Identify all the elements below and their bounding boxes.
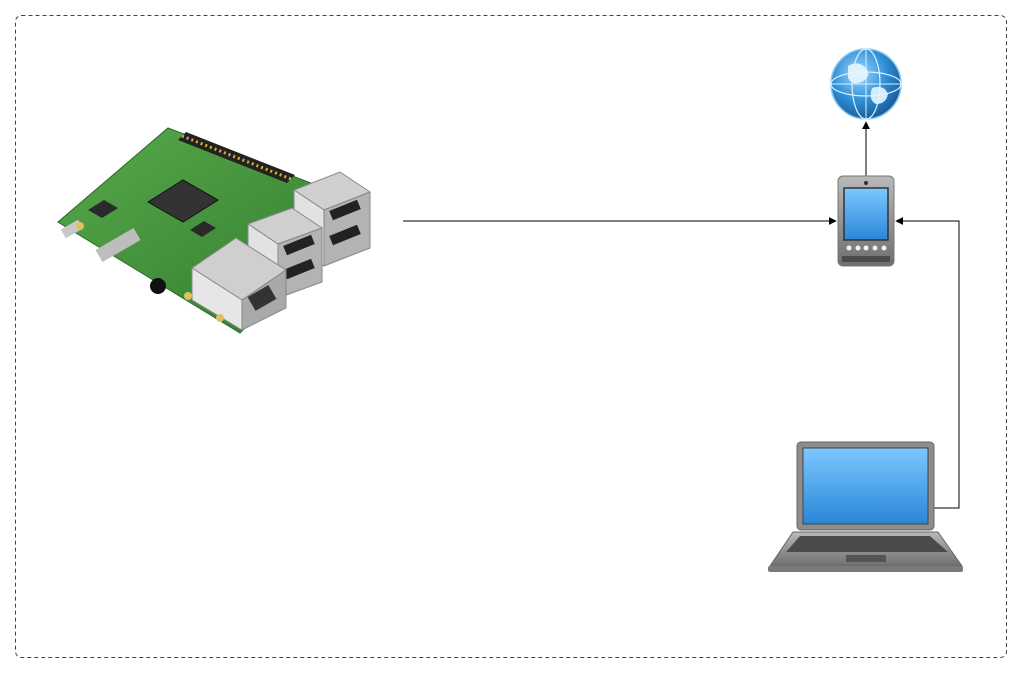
diagram-frame [15,15,1007,658]
laptop-icon [768,441,963,572]
raspberry-pi-board-icon [57,127,372,334]
connector-laptop-to-phone [895,217,960,509]
smartphone-icon [837,175,895,267]
globe-icon [830,48,902,120]
